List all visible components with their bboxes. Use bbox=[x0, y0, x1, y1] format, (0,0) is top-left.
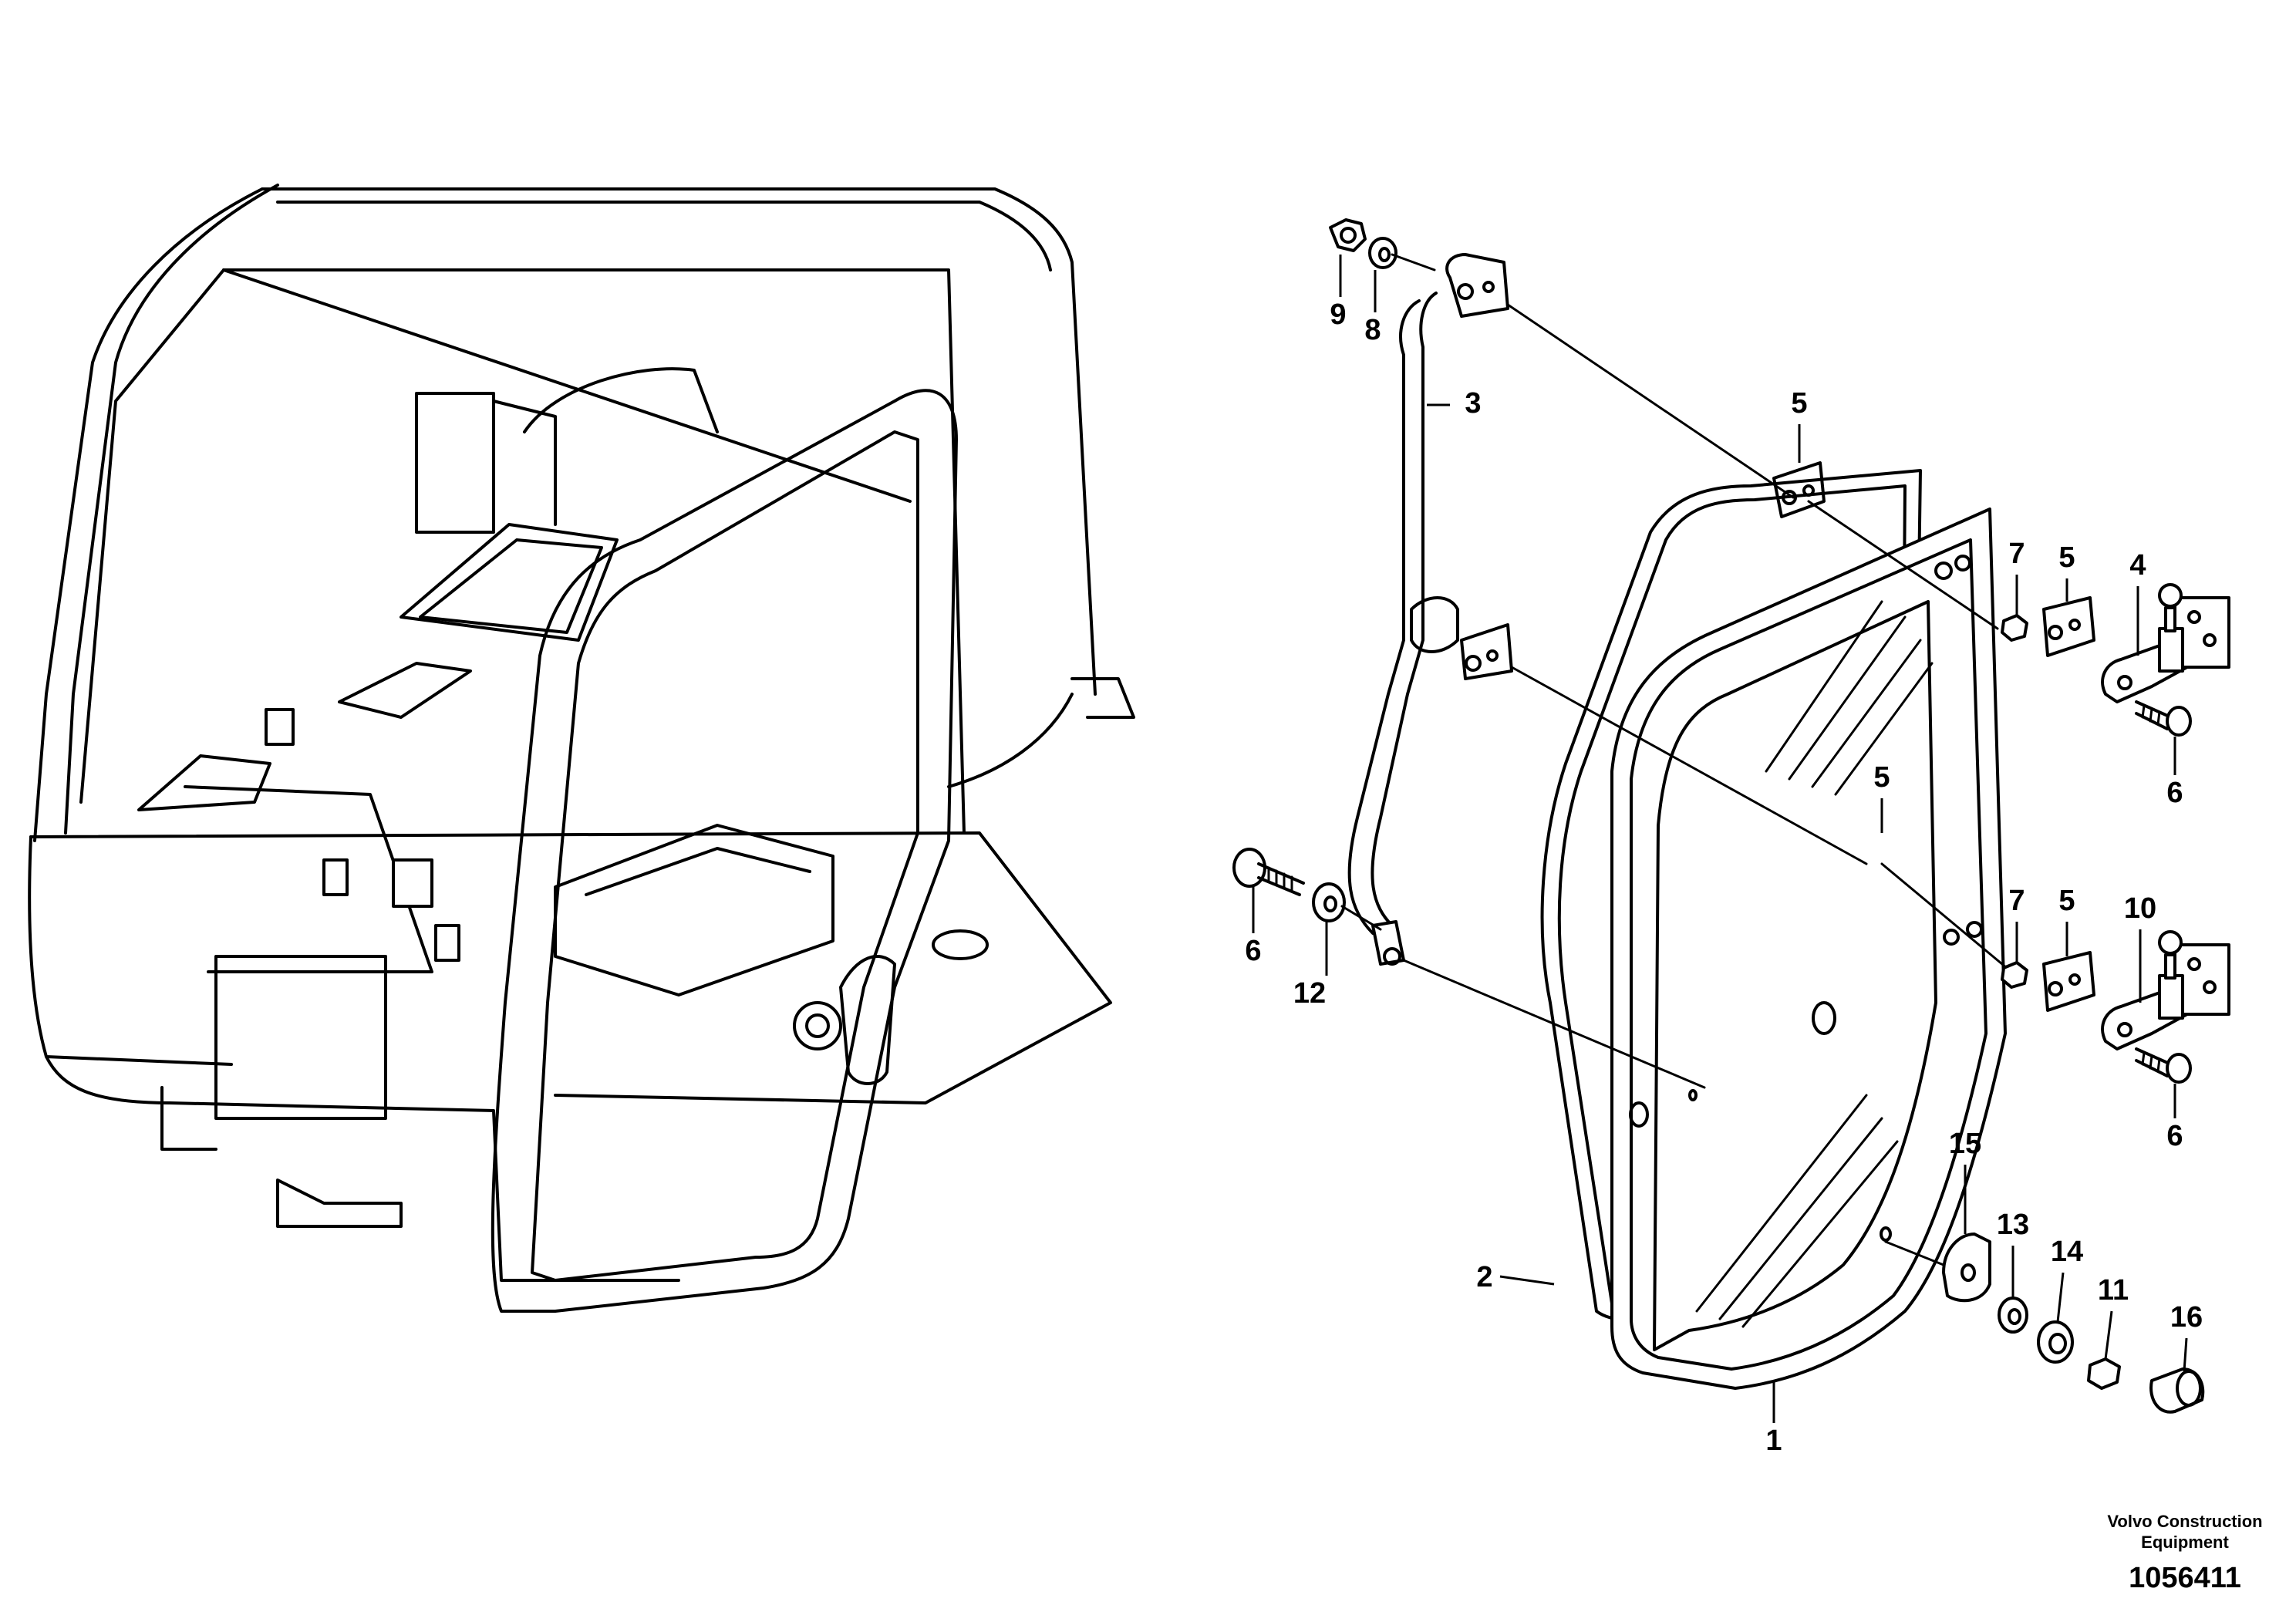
callout-1: 1 bbox=[1765, 1425, 1782, 1457]
hinge-4 bbox=[2101, 583, 2230, 703]
callout-11: 11 bbox=[2098, 1274, 2129, 1307]
nut-7-lower bbox=[2001, 961, 2028, 989]
hinge-10 bbox=[2101, 930, 2230, 1050]
callout-2: 2 bbox=[1476, 1261, 1492, 1293]
company-name-line2: Equipment bbox=[2141, 1533, 2229, 1552]
nut-9 bbox=[1329, 218, 1367, 252]
callout-7a: 7 bbox=[2008, 538, 2025, 570]
callout-15: 15 bbox=[1949, 1128, 1981, 1160]
callout-12: 12 bbox=[1293, 977, 1326, 1010]
mount-plate-5f bbox=[2042, 951, 2095, 1012]
screw-6-lower bbox=[2135, 1047, 2192, 1084]
callout-13: 13 bbox=[1997, 1209, 2029, 1241]
cab-frame-illustration bbox=[28, 184, 1135, 1313]
assembly-lines bbox=[1340, 253, 2022, 1266]
drawing-number: 1056411 bbox=[2129, 1562, 2241, 1594]
spacer-14 bbox=[2037, 1320, 2074, 1364]
rod-part-3 bbox=[1347, 292, 1459, 966]
callout-labels: 9 8 3 5 7 5 4 6 5 7 5 10 6 6 12 2 1 15 bbox=[1245, 255, 2203, 1457]
rubber-washer-15 bbox=[1942, 1233, 1991, 1303]
mount-plate-5e bbox=[2042, 596, 2095, 657]
callout-6c: 6 bbox=[2166, 777, 2183, 809]
footer-block: Volvo Construction Equipment 1056411 bbox=[2107, 1512, 2262, 1594]
callout-6b: 6 bbox=[2166, 1120, 2183, 1152]
callout-7b: 7 bbox=[2008, 885, 2025, 917]
window-glass-part-1 bbox=[1610, 508, 2007, 1390]
company-name-line1: Volvo Construction bbox=[2107, 1512, 2262, 1531]
callout-14: 14 bbox=[2051, 1236, 2083, 1268]
mount-plate-5c bbox=[1460, 623, 1513, 680]
nut-11 bbox=[2087, 1357, 2121, 1390]
cap-16 bbox=[2149, 1367, 2205, 1414]
callout-5f: 5 bbox=[2058, 885, 2075, 917]
bolt-6-left bbox=[1232, 848, 1305, 896]
mount-plate-5a bbox=[1445, 253, 1509, 318]
washer-8 bbox=[1368, 237, 1397, 269]
callout-4: 4 bbox=[2129, 549, 2146, 582]
callout-9: 9 bbox=[1330, 298, 1346, 331]
callout-8: 8 bbox=[1364, 314, 1381, 346]
washer-13 bbox=[1998, 1297, 2028, 1334]
callout-16: 16 bbox=[2170, 1301, 2203, 1334]
washer-12 bbox=[1312, 882, 1346, 922]
callout-6a: 6 bbox=[1245, 935, 1261, 967]
callout-5e: 5 bbox=[2058, 541, 2075, 574]
callout-10: 10 bbox=[2124, 892, 2156, 925]
nut-7-upper bbox=[2001, 614, 2028, 642]
screw-6-upper bbox=[2135, 700, 2192, 737]
callout-3: 3 bbox=[1465, 387, 1481, 420]
callout-5d: 5 bbox=[1873, 761, 1890, 794]
callout-5a: 5 bbox=[1791, 387, 1807, 420]
